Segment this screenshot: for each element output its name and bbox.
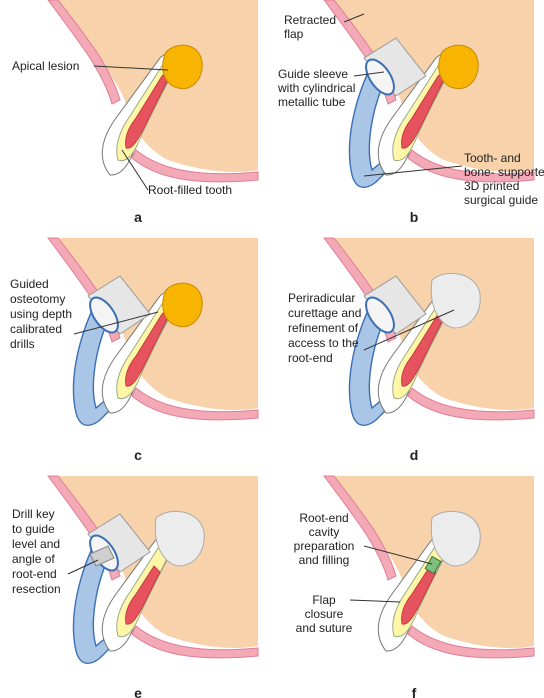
panel-letter-e: e	[134, 685, 142, 698]
label-surgical-guide-line: Tooth- and	[464, 151, 521, 165]
label-curettage-line: access to the	[288, 336, 359, 350]
label-guided-osteotomy-line: calibrated	[10, 322, 62, 336]
label-guided-osteotomy-line: osteotomy	[10, 292, 65, 306]
label-apical-lesion-line: Apical lesion	[12, 59, 79, 73]
label-drill-key-line: to guide	[12, 522, 55, 536]
label-curettage-line: root-end	[288, 351, 333, 365]
label-drill-key-line: resection	[12, 582, 61, 596]
label-drill-key-line: angle of	[12, 552, 55, 566]
label-retracted-flap-line: flap	[284, 27, 304, 41]
label-root-filled-tooth: Root-filled tooth	[148, 183, 232, 197]
label-root-end-cavity-line: Root-end	[299, 511, 348, 525]
label-guide-sleeve-line: metallic tube	[278, 95, 346, 109]
label-curettage-line: curettage and	[288, 306, 361, 320]
label-root-end-cavity-line: cavity	[309, 525, 340, 539]
label-apical-lesion: Apical lesion	[12, 59, 79, 73]
label-surgical-guide-line: surgical guide	[464, 193, 538, 207]
apical-lesion	[163, 45, 202, 89]
label-guided-osteotomy-line: using depth	[10, 307, 72, 321]
label-guide-sleeve-line: with cylindrical	[277, 81, 355, 95]
panel-letter-f: f	[412, 685, 417, 698]
label-root-filled-tooth-line: Root-filled tooth	[148, 183, 232, 197]
label-surgical-guide-line: 3D printed	[464, 179, 519, 193]
apical-lesion	[439, 45, 478, 89]
panel-letter-a: a	[134, 209, 142, 225]
label-guided-osteotomy-line: Guided	[10, 277, 49, 291]
panel-letter-d: d	[410, 447, 419, 463]
apical-lesion	[163, 283, 202, 327]
label-guided-osteotomy-line: drills	[10, 337, 35, 351]
label-root-end-cavity-line: preparation	[294, 539, 355, 553]
label-guide-sleeve-line: Guide sleeve	[278, 67, 348, 81]
panel-letter-c: c	[134, 447, 142, 463]
label-flap-closure-line: Flap	[312, 593, 336, 607]
label-curettage-line: refinement of	[288, 321, 359, 335]
label-drill-key-line: root-end	[12, 567, 57, 581]
label-root-end-cavity-line: and filling	[299, 553, 350, 567]
label-flap-closure-line: closure	[305, 607, 344, 621]
label-surgical-guide-line: bone- supported	[464, 165, 544, 179]
label-retracted-flap-line: Retracted	[284, 13, 336, 27]
label-drill-key-line: Drill key	[12, 507, 55, 521]
panel-letter-b: b	[410, 209, 419, 225]
label-drill-key-line: level and	[12, 537, 60, 551]
label-flap-closure-line: and suture	[296, 621, 353, 635]
label-curettage-line: Periradicular	[288, 291, 355, 305]
